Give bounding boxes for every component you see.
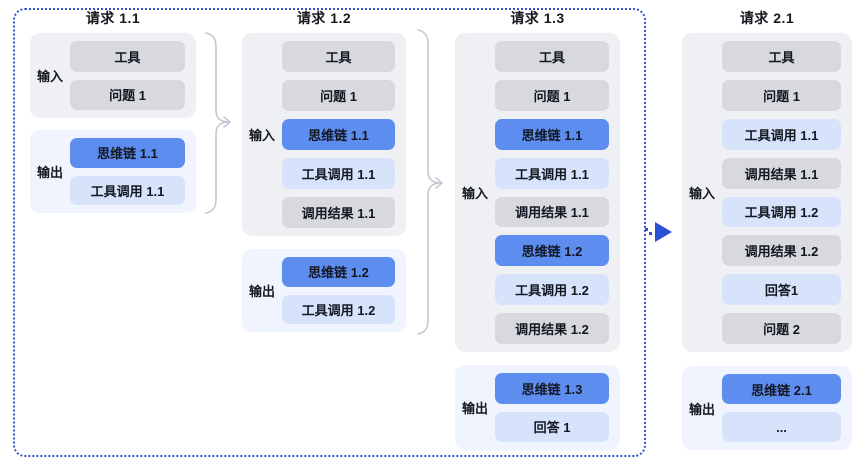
output-box-stack: 思维链 1.1 工具调用 1.1 [70,130,196,213]
flow-box-cot-1-1: 思维链 1.1 [70,138,185,168]
flow-box-question-1: 问题 1 [722,79,841,111]
brace-arrow-icon [205,32,231,214]
output-box-stack: 思维链 2.1 ... [722,366,852,450]
request-1-3-title: 请求 1.3 [510,10,565,26]
request-1-1-title: 请求 1.1 [85,10,141,26]
flow-box-question-1: 问题 1 [495,79,609,111]
flow-box-answer-1: 回答 1 [495,411,609,442]
flow-box-toolcall-1-1: 工具调用 1.1 [282,158,395,189]
flow-box-answer-1: 回答1 [722,274,841,306]
output-label: 输出 [248,284,275,299]
input-box-stack: 工具 问题 1 思维链 1.1 工具调用 1.1 调用结果 1.1 思维链 1.… [495,33,620,352]
flow-box-result-1-1: 调用结果 1.1 [495,196,609,228]
flow-box-tools: 工具 [70,41,185,72]
request-1-3-input-group: 输入 工具 问题 1 思维链 1.1 工具调用 1.1 调用结果 1.1 思维链… [455,33,620,352]
input-label: 输入 [248,128,275,143]
output-label: 输出 [461,401,488,416]
flow-box-ellipsis: ... [722,412,841,442]
flow-box-toolcall-1-1: 工具调用 1.1 [495,157,609,189]
input-label: 输入 [36,69,63,84]
flow-box-tools: 工具 [282,41,395,72]
flow-box-cot-1-2: 思维链 1.2 [282,257,395,287]
flow-box-cot-1-1: 思维链 1.1 [495,118,609,150]
input-box-stack: 工具 问题 1 [70,33,196,118]
flow-box-question-1: 问题 1 [282,80,395,111]
request-1-1-output-group: 输出 思维链 1.1 工具调用 1.1 [30,130,196,213]
flow-box-cot-1-3: 思维链 1.3 [495,373,609,404]
flow-box-cot-1-2: 思维链 1.2 [495,235,609,267]
flow-box-question-2: 问题 2 [722,313,841,344]
flow-box-result-1-1: 调用结果 1.1 [282,197,395,228]
request-1-3-output-group: 输出 思维链 1.3 回答 1 [455,365,620,450]
output-label: 输出 [36,165,63,180]
flow-box-tools: 工具 [722,41,841,72]
input-box-stack: 工具 问题 1 工具调用 1.1 调用结果 1.1 工具调用 1.2 调用结果 … [722,33,852,352]
input-box-stack: 工具 问题 1 思维链 1.1 工具调用 1.1 调用结果 1.1 [282,33,406,236]
output-box-stack: 思维链 1.2 工具调用 1.2 [282,249,406,332]
flow-box-tools: 工具 [495,41,609,72]
flow-box-result-1-2: 调用结果 1.2 [495,313,609,344]
dashed-arrow-icon [645,222,672,242]
output-box-stack: 思维链 1.3 回答 1 [495,365,620,450]
flow-box-result-1-1: 调用结果 1.1 [722,157,841,189]
request-1-1-input-group: 输入 工具 问题 1 [30,33,196,118]
flow-box-question-1: 问题 1 [70,79,185,110]
flow-box-toolcall-1-2: 工具调用 1.2 [722,196,841,228]
request-1-2-output-group: 输出 思维链 1.2 工具调用 1.2 [242,249,406,332]
flow-box-result-1-2: 调用结果 1.2 [722,235,841,267]
flow-box-cot-1-1: 思维链 1.1 [282,119,395,150]
request-2-1-title: 请求 2.1 [739,10,795,26]
session-1-dotted-frame [13,8,646,457]
flow-box-toolcall-1-1: 工具调用 1.1 [70,175,185,205]
request-2-1-output-group: 输出 思维链 2.1 ... [682,366,852,450]
request-1-2-title: 请求 1.2 [296,10,352,26]
input-label: 输入 [461,186,488,201]
request-1-2-input-group: 输入 工具 问题 1 思维链 1.1 工具调用 1.1 调用结果 1.1 [242,33,406,236]
flow-box-toolcall-1-2: 工具调用 1.2 [495,274,609,306]
flow-box-toolcall-1-1: 工具调用 1.1 [722,118,841,150]
request-2-1-input-group: 输入 工具 问题 1 工具调用 1.1 调用结果 1.1 工具调用 1.2 调用… [682,33,852,352]
flow-box-cot-2-1: 思维链 2.1 [722,374,841,404]
output-label: 输出 [688,401,715,417]
input-label: 输入 [688,186,715,201]
brace-arrow-icon [417,29,443,335]
flow-box-toolcall-1-2: 工具调用 1.2 [282,294,395,324]
